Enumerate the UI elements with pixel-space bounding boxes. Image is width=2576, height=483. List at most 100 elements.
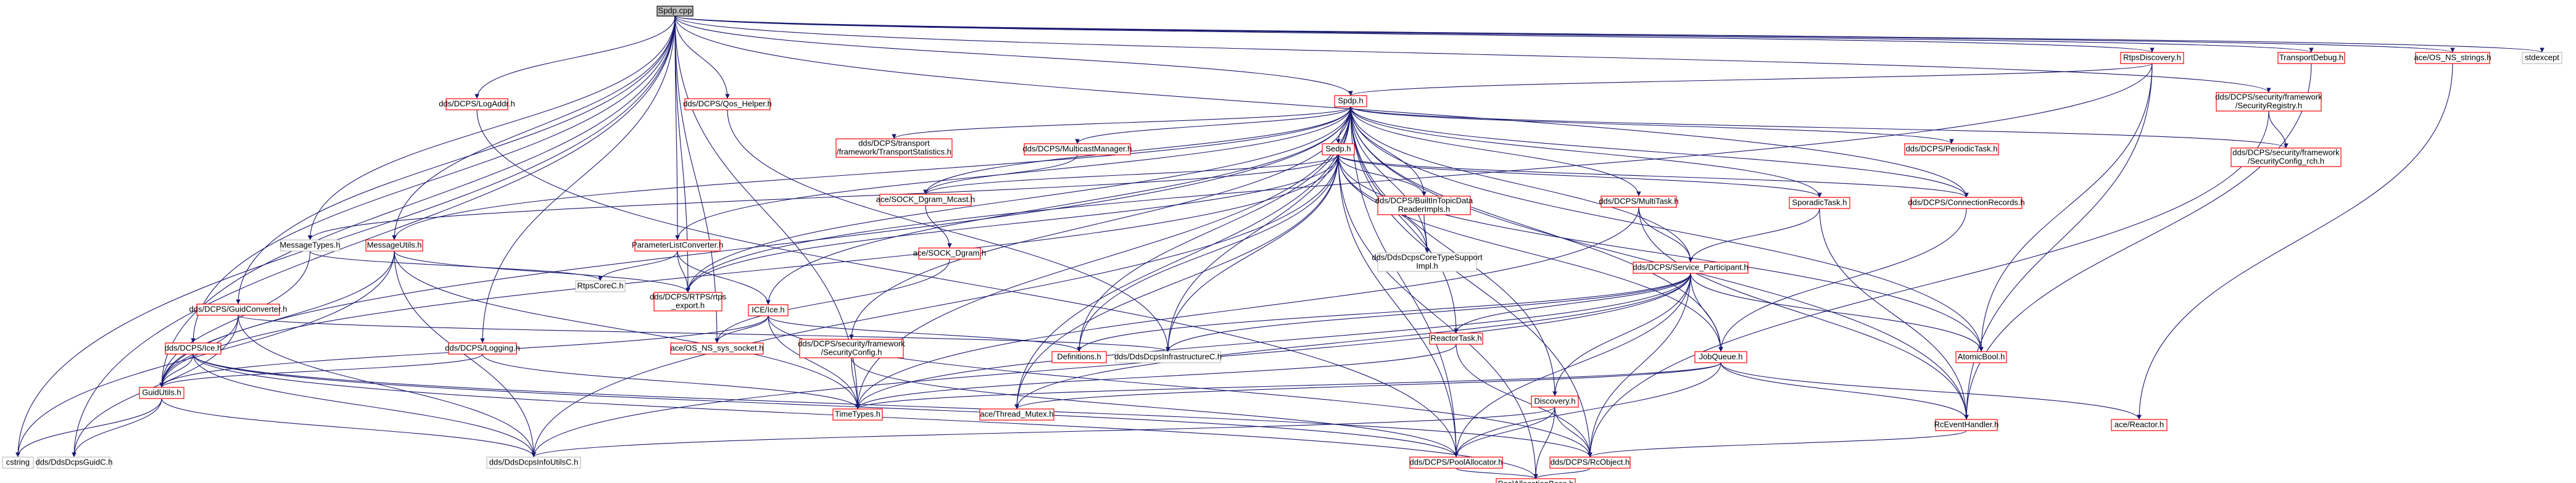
node-rtps-core: RtpsCoreC.h [575, 280, 626, 292]
node-label: _export.h [671, 300, 705, 310]
node-rc-event[interactable]: RcEventHandler.h [1934, 419, 1999, 431]
node-guid-conv[interactable]: dds/DCPS/GuidConverter.h [189, 303, 288, 316]
node-ace-sock-sys[interactable]: ace/OS_NS_sys_socket.h [670, 342, 764, 355]
edge-rc_event-to-rc_object [1588, 430, 1967, 458]
node-sporadic[interactable]: SporadicTask.h [1789, 197, 1850, 209]
node-multicast-mgr[interactable]: dds/DCPS/MulticastManager.h [1022, 143, 1132, 155]
edge-service_part-to-infra_c [1166, 273, 1691, 352]
node-label: Spdp.h [1338, 96, 1363, 105]
node-label: ParameterListConverter.h [632, 240, 723, 249]
node-box [2230, 147, 2342, 167]
node-box [1694, 351, 1747, 363]
node-transport-debug[interactable]: TransportDebug.h [2277, 52, 2345, 64]
node-multitask[interactable]: dds/DCPS/MultiTask.h [1599, 196, 1679, 208]
node-label: ace/Thread_Mutex.h [980, 409, 1053, 418]
edge-spdp_h-to-param_list [675, 106, 1351, 241]
node-box [2216, 92, 2322, 112]
node-logging[interactable]: dds/DCPS/Logging.h [445, 342, 520, 355]
node-label: ace/Reactor.h [2114, 419, 2164, 429]
node-time-types[interactable]: TimeTypes.h [832, 408, 883, 421]
edge-service_part-to-reactor_task [1454, 273, 1691, 334]
node-label: dds/DCPS/Ice.h [165, 343, 222, 352]
node-param-list[interactable]: ParameterListConverter.h [632, 239, 723, 252]
edge-msg_utils-to-guid_utils [159, 250, 395, 388]
edge-spdp_h-to-guid_utils [159, 106, 1351, 388]
node-ice-ice[interactable]: ICE/Ice.h [748, 304, 789, 316]
node-definitions[interactable]: Definitions.h [1051, 351, 1107, 363]
edge-spdp_cpp-to-conn_records [674, 15, 1969, 198]
node-ace-reactor[interactable]: ace/Reactor.h [2111, 419, 2168, 431]
node-ice-h[interactable]: dds/DCPS/Ice.h [165, 342, 222, 355]
edge-job_queue-to-ace_reactor [1720, 362, 2142, 420]
node-box [979, 408, 1054, 421]
edge-sporadic-to-service_part [1688, 208, 1820, 263]
node-pool-base[interactable]: PoolAllocationBase.h [1496, 478, 1576, 483]
node-conn-records[interactable]: dds/DCPS/ConnectionRecords.h [1908, 197, 2025, 209]
edge-spdp_h-to-ace_dgram_mcast [923, 106, 1351, 195]
node-qos-helper[interactable]: dds/DCPS/Qos_Helper.h [683, 98, 772, 110]
node-sec-config[interactable]: dds/DCPS/security/framework/SecurityConf… [798, 339, 905, 358]
edge-spdp_cpp-to-qos_helper [674, 15, 730, 99]
node-guid-utils[interactable]: GuidUtils.h [139, 387, 184, 399]
node-reactor-task[interactable]: ReactorTask.h [1429, 332, 1483, 345]
node-box [165, 342, 222, 355]
node-job-queue[interactable]: JobQueue.h [1694, 351, 1747, 363]
edge-spdp_cpp-to-logging [480, 15, 676, 344]
edge-ace_dgram_mcast-to-ace_dgram [925, 205, 952, 249]
edge-spdp_h-to-core_type [1350, 106, 1430, 254]
node-ace-os-string[interactable]: ace/OS_NS_strings.h [2414, 52, 2491, 64]
node-log-addr[interactable]: dds/DCPS/LogAddr.h [439, 98, 515, 110]
edge-spdp_h-to-rtps_export [685, 106, 1351, 293]
node-sec-registry[interactable]: dds/DCPS/security/framework/SecurityRegi… [2215, 92, 2322, 112]
node-spdp-cpp[interactable]: Spdp.cpp [656, 6, 694, 17]
node-box [2415, 52, 2490, 64]
node-service-part[interactable]: dds/DCPS/Service_Participant.h [1633, 262, 1749, 274]
node-discovery[interactable]: Discovery.h [1531, 395, 1579, 408]
node-ace-dgram[interactable]: ace/SOCK_Dgram.h [913, 247, 987, 260]
edge-sec_registry-to-rc_object [1588, 110, 2269, 458]
node-label: TimeTypes.h [835, 409, 880, 418]
node-thread-mutex[interactable]: ace/Thread_Mutex.h [979, 408, 1054, 421]
edge-job_queue-to-thread_mutex [1014, 362, 1721, 410]
edge-msg_utils-to-rtps_export [394, 250, 690, 293]
node-label: ace/OS_NS_sys_socket.h [670, 343, 763, 352]
node-spdp-h[interactable]: Spdp.h [1334, 95, 1367, 107]
node-label: MessageTypes.h [280, 240, 340, 249]
node-guid-c: dds/DdsDcpsGuidC.h [36, 456, 113, 469]
node-box [486, 456, 581, 469]
node-label: dds/DCPS/security/framework [2215, 92, 2322, 101]
node-rtps-discovery[interactable]: RtpsDiscovery.h [2120, 52, 2184, 64]
node-sec-config-rch[interactable]: dds/DCPS/security/framework/SecurityConf… [2230, 147, 2342, 167]
node-rc-object[interactable]: dds/DCPS/RcObject.h [1549, 456, 1631, 469]
edge-msg_types-to-guid_utils [159, 250, 311, 388]
node-msg-utils[interactable]: MessageUtils.h [365, 239, 423, 252]
node-sedp-h[interactable]: Sedp.h [1322, 143, 1355, 155]
node-box [832, 408, 883, 421]
node-ace-dgram-mcast[interactable]: ace/SOCK_Dgram_Mcast.h [876, 194, 975, 206]
node-atomic-bool[interactable]: AtomicBool.h [1955, 351, 2007, 363]
node-box [365, 239, 423, 252]
edge-sedp_h-to-ace_dgram_mcast [923, 154, 1339, 195]
node-periodic[interactable]: dds/DCPS/PeriodicTask.h [1904, 143, 1999, 155]
node-box [1377, 252, 1477, 272]
node-label: dds/DCPS/security/framework [2232, 147, 2340, 157]
node-label: RcEventHandler.h [1934, 419, 1999, 429]
node-label: /SecurityConfig.h [821, 347, 882, 357]
edge-spdp_h-to-sporadic [1350, 106, 1822, 198]
node-rtps-export[interactable]: dds/DCPS/RTPS/rtps_export.h [650, 292, 727, 312]
edge-guid_conv-to-guid_c [72, 315, 239, 458]
node-label: dds/DCPS/security/framework [798, 339, 905, 348]
node-box [37, 456, 111, 469]
edge-discovery-to-rc_object [1554, 407, 1592, 458]
node-transport-stats[interactable]: dds/DCPS/transport/framework/TransportSt… [835, 138, 953, 158]
edge-sedp_h-to-sporadic [1338, 154, 1822, 198]
edge-spdp_h-to-job_queue [1350, 106, 1723, 352]
node-label: Definitions.h [1057, 352, 1101, 361]
edge-guid_utils-to-cstring [15, 398, 162, 458]
node-pool-alloc[interactable]: dds/DCPS/PoolAllocator.h [1409, 456, 1503, 469]
node-label: Impl.h [1416, 261, 1438, 270]
edge-service_part-to-time_types [855, 273, 1691, 410]
node-box [1334, 95, 1367, 107]
edge-multitask-to-service_part [1638, 207, 1693, 263]
